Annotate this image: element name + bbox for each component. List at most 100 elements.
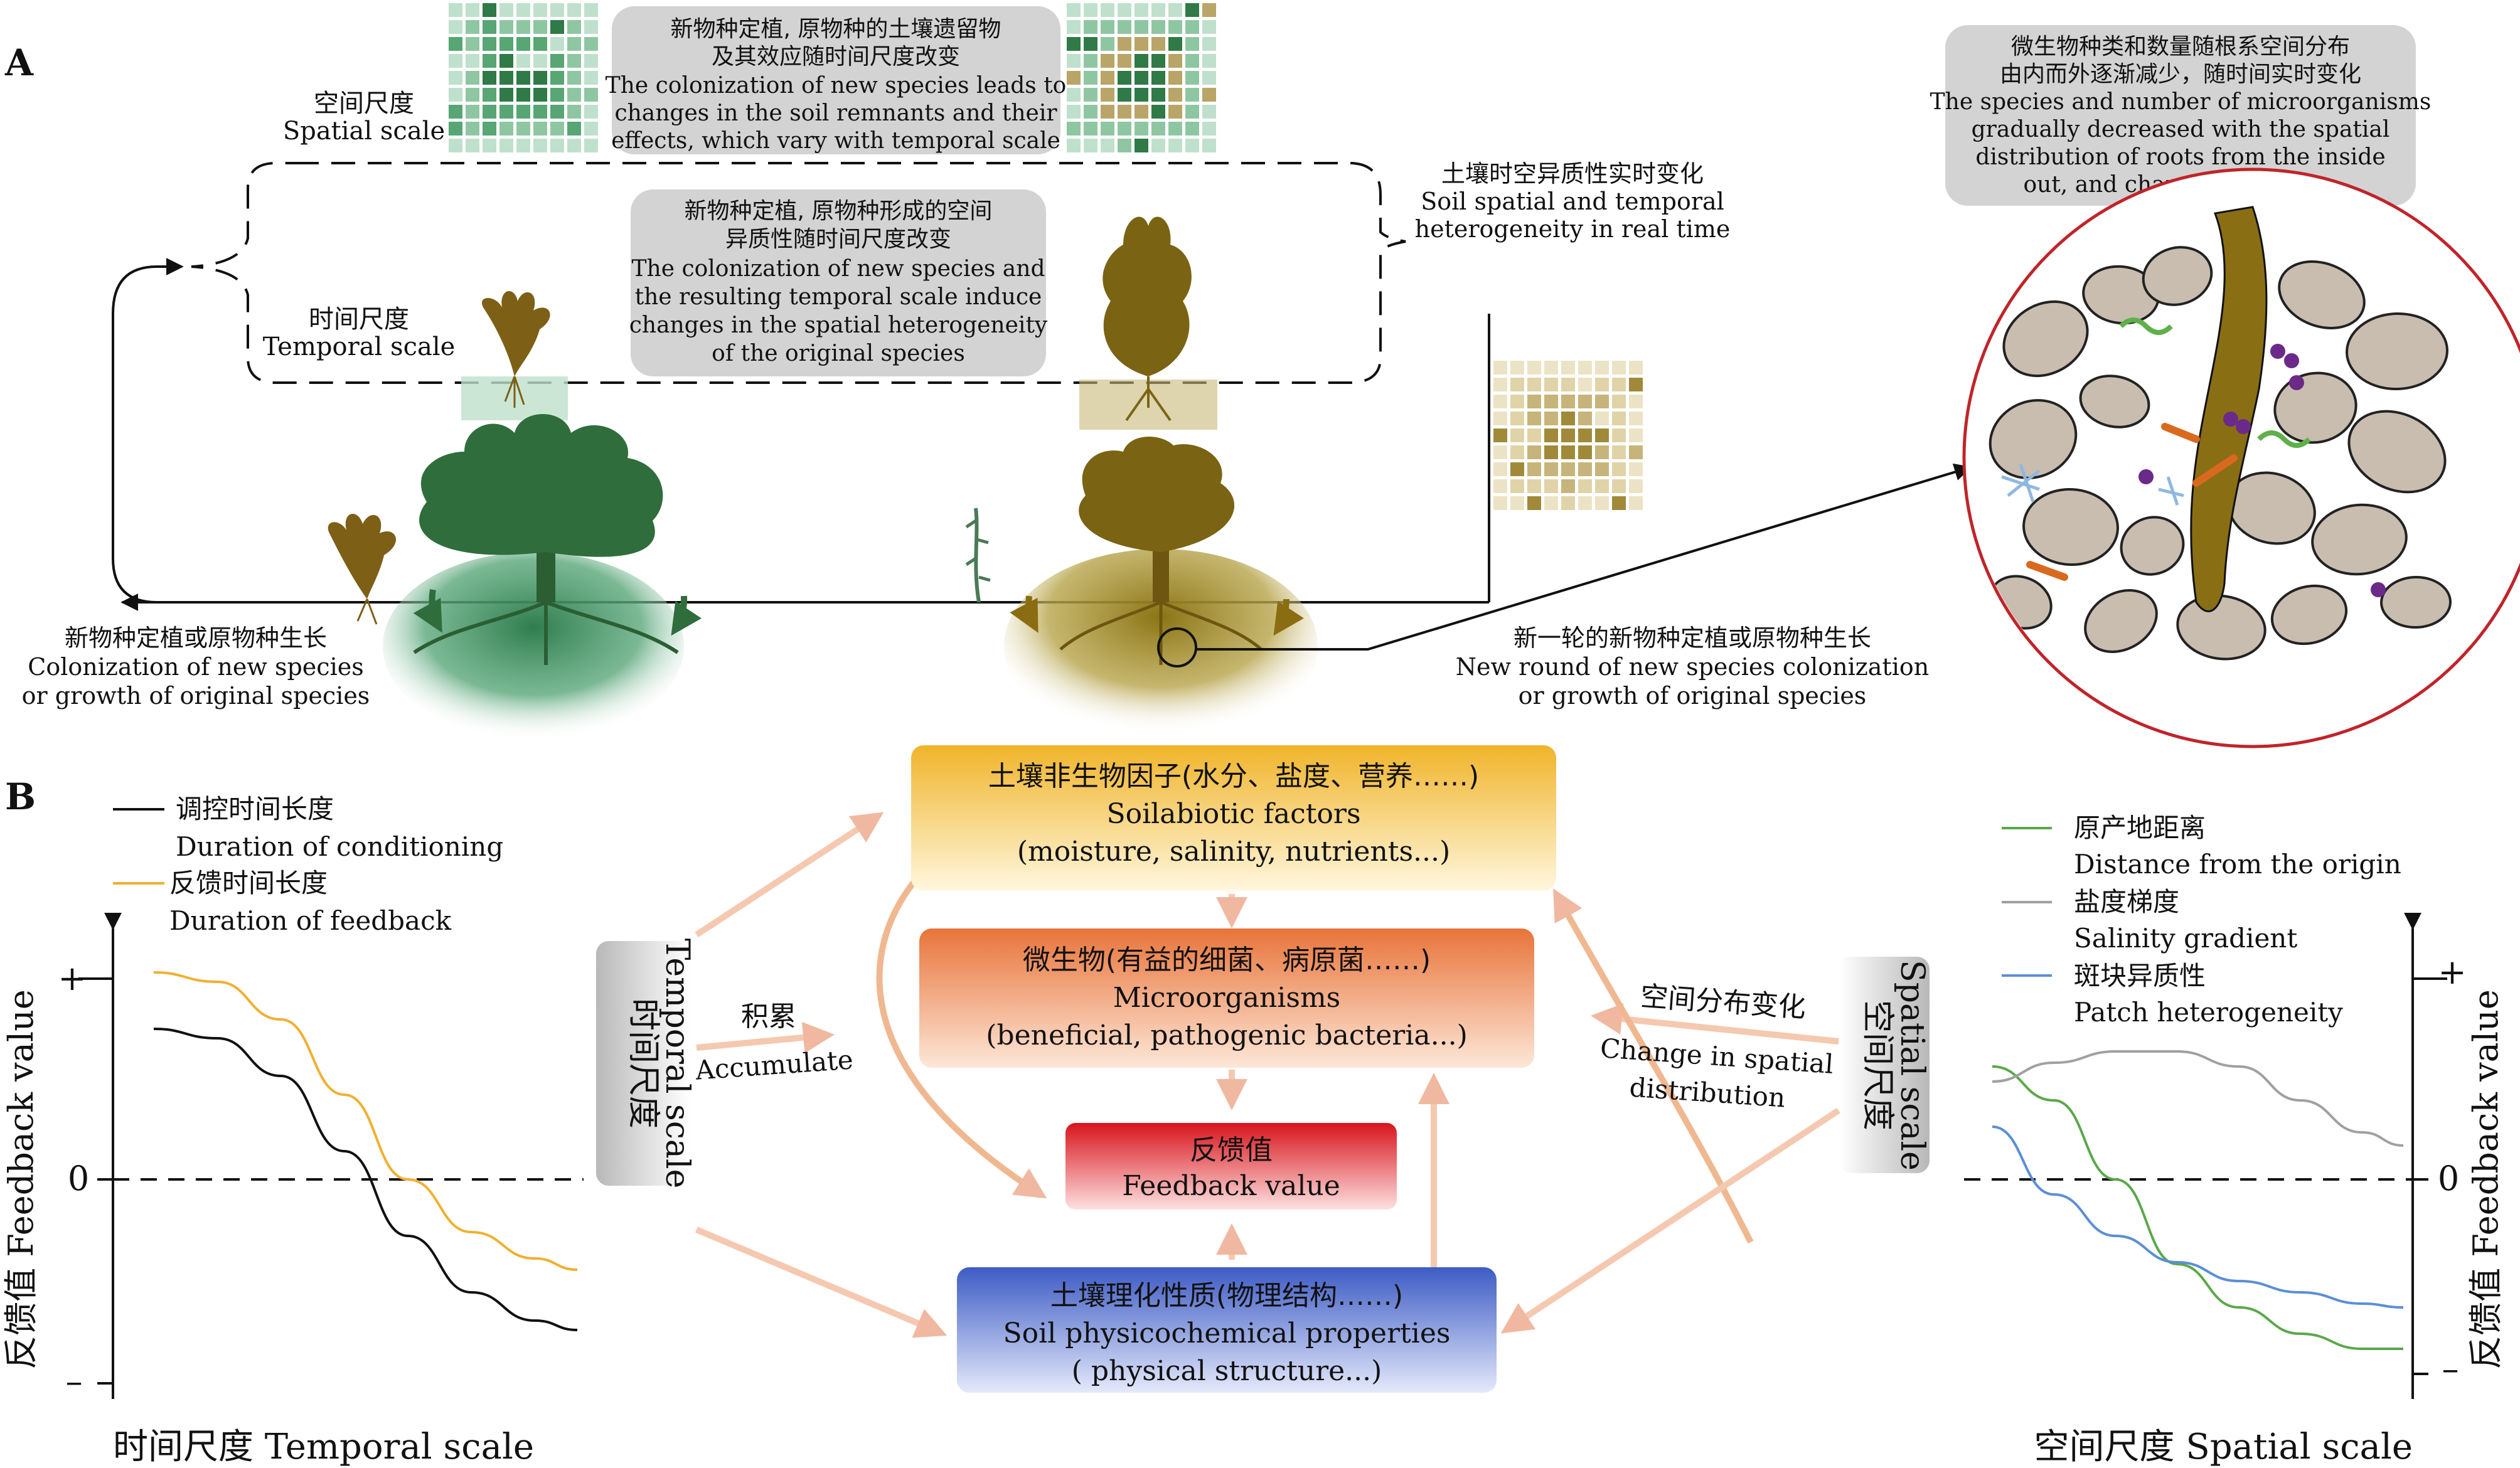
grid-cell (1510, 428, 1524, 442)
grid-cell (550, 105, 564, 119)
grid-cell (1202, 3, 1216, 17)
seedling-icon-left (328, 513, 397, 625)
grid-cell (1493, 361, 1507, 375)
grid-cell (1527, 479, 1541, 493)
grid-cell (1185, 37, 1199, 51)
grid-cell (1202, 105, 1216, 119)
root-zoom-marker (1157, 627, 1197, 668)
grid-cell (516, 105, 530, 119)
grid-cell (483, 54, 496, 68)
grid-cell (1151, 20, 1165, 34)
grid-cell (499, 3, 513, 17)
grid-cell (1629, 361, 1643, 375)
realtime-label: 土壤时空异质性实时变化 Soil spatial and temporal he… (1415, 160, 1731, 243)
spatial-scale-zh: 空间尺度 (314, 89, 414, 118)
svg-text:Duration of conditioning: Duration of conditioning (176, 831, 503, 862)
grid-cell (516, 139, 530, 152)
grid-cell (1578, 479, 1592, 493)
grid-cell (1493, 462, 1507, 476)
svg-text:gradually decreased with the s: gradually decreased with the spatial (1972, 117, 2390, 142)
svg-text:( physical structure...): ( physical structure...) (1072, 1355, 1382, 1387)
spatial-grid-heatmap-1 (449, 3, 598, 152)
dashed-scale-loop (191, 162, 1406, 384)
grid-cell (567, 105, 581, 119)
grid-cell (483, 3, 496, 17)
grid-cell (567, 122, 581, 136)
grid-cell (1084, 3, 1097, 17)
grid-cell (1084, 71, 1097, 85)
grid-cell (1629, 412, 1643, 425)
grid-cell (1510, 479, 1524, 493)
soil-particle (2176, 594, 2266, 661)
tick-zero-left: 0 (68, 1159, 89, 1198)
svg-text:Spatial scale: Spatial scale (1893, 960, 1931, 1171)
grid-cell (1629, 428, 1643, 442)
grid-cell (1544, 395, 1558, 408)
svg-text:New round of new species colon: New round of new species colonization (1456, 653, 1929, 681)
grid-cell (1612, 496, 1626, 510)
spatial-scale-en: Spatial scale (283, 117, 445, 146)
soil-particle (2311, 503, 2408, 576)
grid-cell (1185, 88, 1199, 102)
tick-plus-left: + (58, 959, 86, 998)
zoom-arrow (1196, 463, 1972, 651)
grid-cell (1493, 395, 1507, 408)
grid-cell (449, 54, 462, 68)
soil-physicochemical-box: 土壤理化性质(物理结构……) Soil physicochemical prop… (957, 1267, 1497, 1393)
grid-cell (1135, 105, 1148, 119)
chart-series-line (1992, 1125, 2404, 1309)
grid-cell (1084, 88, 1097, 102)
grid-cell (1151, 88, 1165, 102)
change-spatial-label: 空间分布变化 Change in spatial distribution (1599, 981, 1835, 1114)
grid-cell (1510, 378, 1524, 391)
grid-cell (1544, 496, 1558, 510)
grid-cell (1595, 378, 1609, 391)
grid-cell (1527, 361, 1541, 375)
grid-cell (1185, 3, 1199, 17)
grid-cell (1185, 54, 1199, 68)
grid-cell (1544, 412, 1558, 425)
grid-cell (466, 54, 479, 68)
grid-cell (1168, 105, 1182, 119)
grid-cell (466, 122, 479, 136)
grid-cell (449, 71, 462, 85)
grid-cell (1578, 462, 1592, 476)
grid-cell (1493, 428, 1507, 442)
grid-cell (1151, 3, 1165, 17)
grid-cell (1185, 71, 1199, 85)
grid-cell (1578, 445, 1592, 459)
grid-cell (499, 54, 513, 68)
svg-text:时间尺度: 时间尺度 (624, 998, 662, 1129)
grid-cell (1527, 428, 1541, 442)
rhizosphere-zoom-circle (1962, 168, 2520, 748)
grid-cell (1595, 462, 1609, 476)
grid-cell (1578, 412, 1592, 425)
grid-cell (516, 71, 530, 85)
grid-cell (1202, 122, 1216, 136)
grid-cell (499, 88, 513, 102)
grid-cell (1595, 361, 1609, 375)
tick-zero-right: 0 (2438, 1159, 2459, 1198)
grid-cell (516, 88, 530, 102)
soil-particle (2278, 260, 2366, 329)
x-axis-label-right: 空间尺度 Spatial scale (2034, 1427, 2413, 1467)
grid-cell (1202, 20, 1216, 34)
grid-cell (1561, 462, 1575, 476)
svg-text:Colonization of new species: Colonization of new species (28, 653, 363, 681)
grid-cell (1612, 479, 1626, 493)
grid-cell (1135, 122, 1148, 136)
grid-cell (1612, 428, 1626, 442)
soil-particle (2002, 300, 2089, 378)
grid-cell (567, 37, 581, 51)
grid-cell (567, 88, 581, 102)
grid-cell (1067, 71, 1081, 85)
grid-cell (1135, 37, 1148, 51)
soil-particle (2022, 487, 2119, 566)
soil-particle (2084, 589, 2158, 653)
grid-cell (584, 105, 598, 119)
grid-cell (483, 139, 496, 152)
grid-cell (1612, 361, 1626, 375)
svg-text:(moisture, salinity, nutrients: (moisture, salinity, nutrients...) (1017, 836, 1450, 868)
svg-text:Feedback value: Feedback value (1122, 1170, 1340, 1202)
grid-cell (1510, 412, 1524, 425)
